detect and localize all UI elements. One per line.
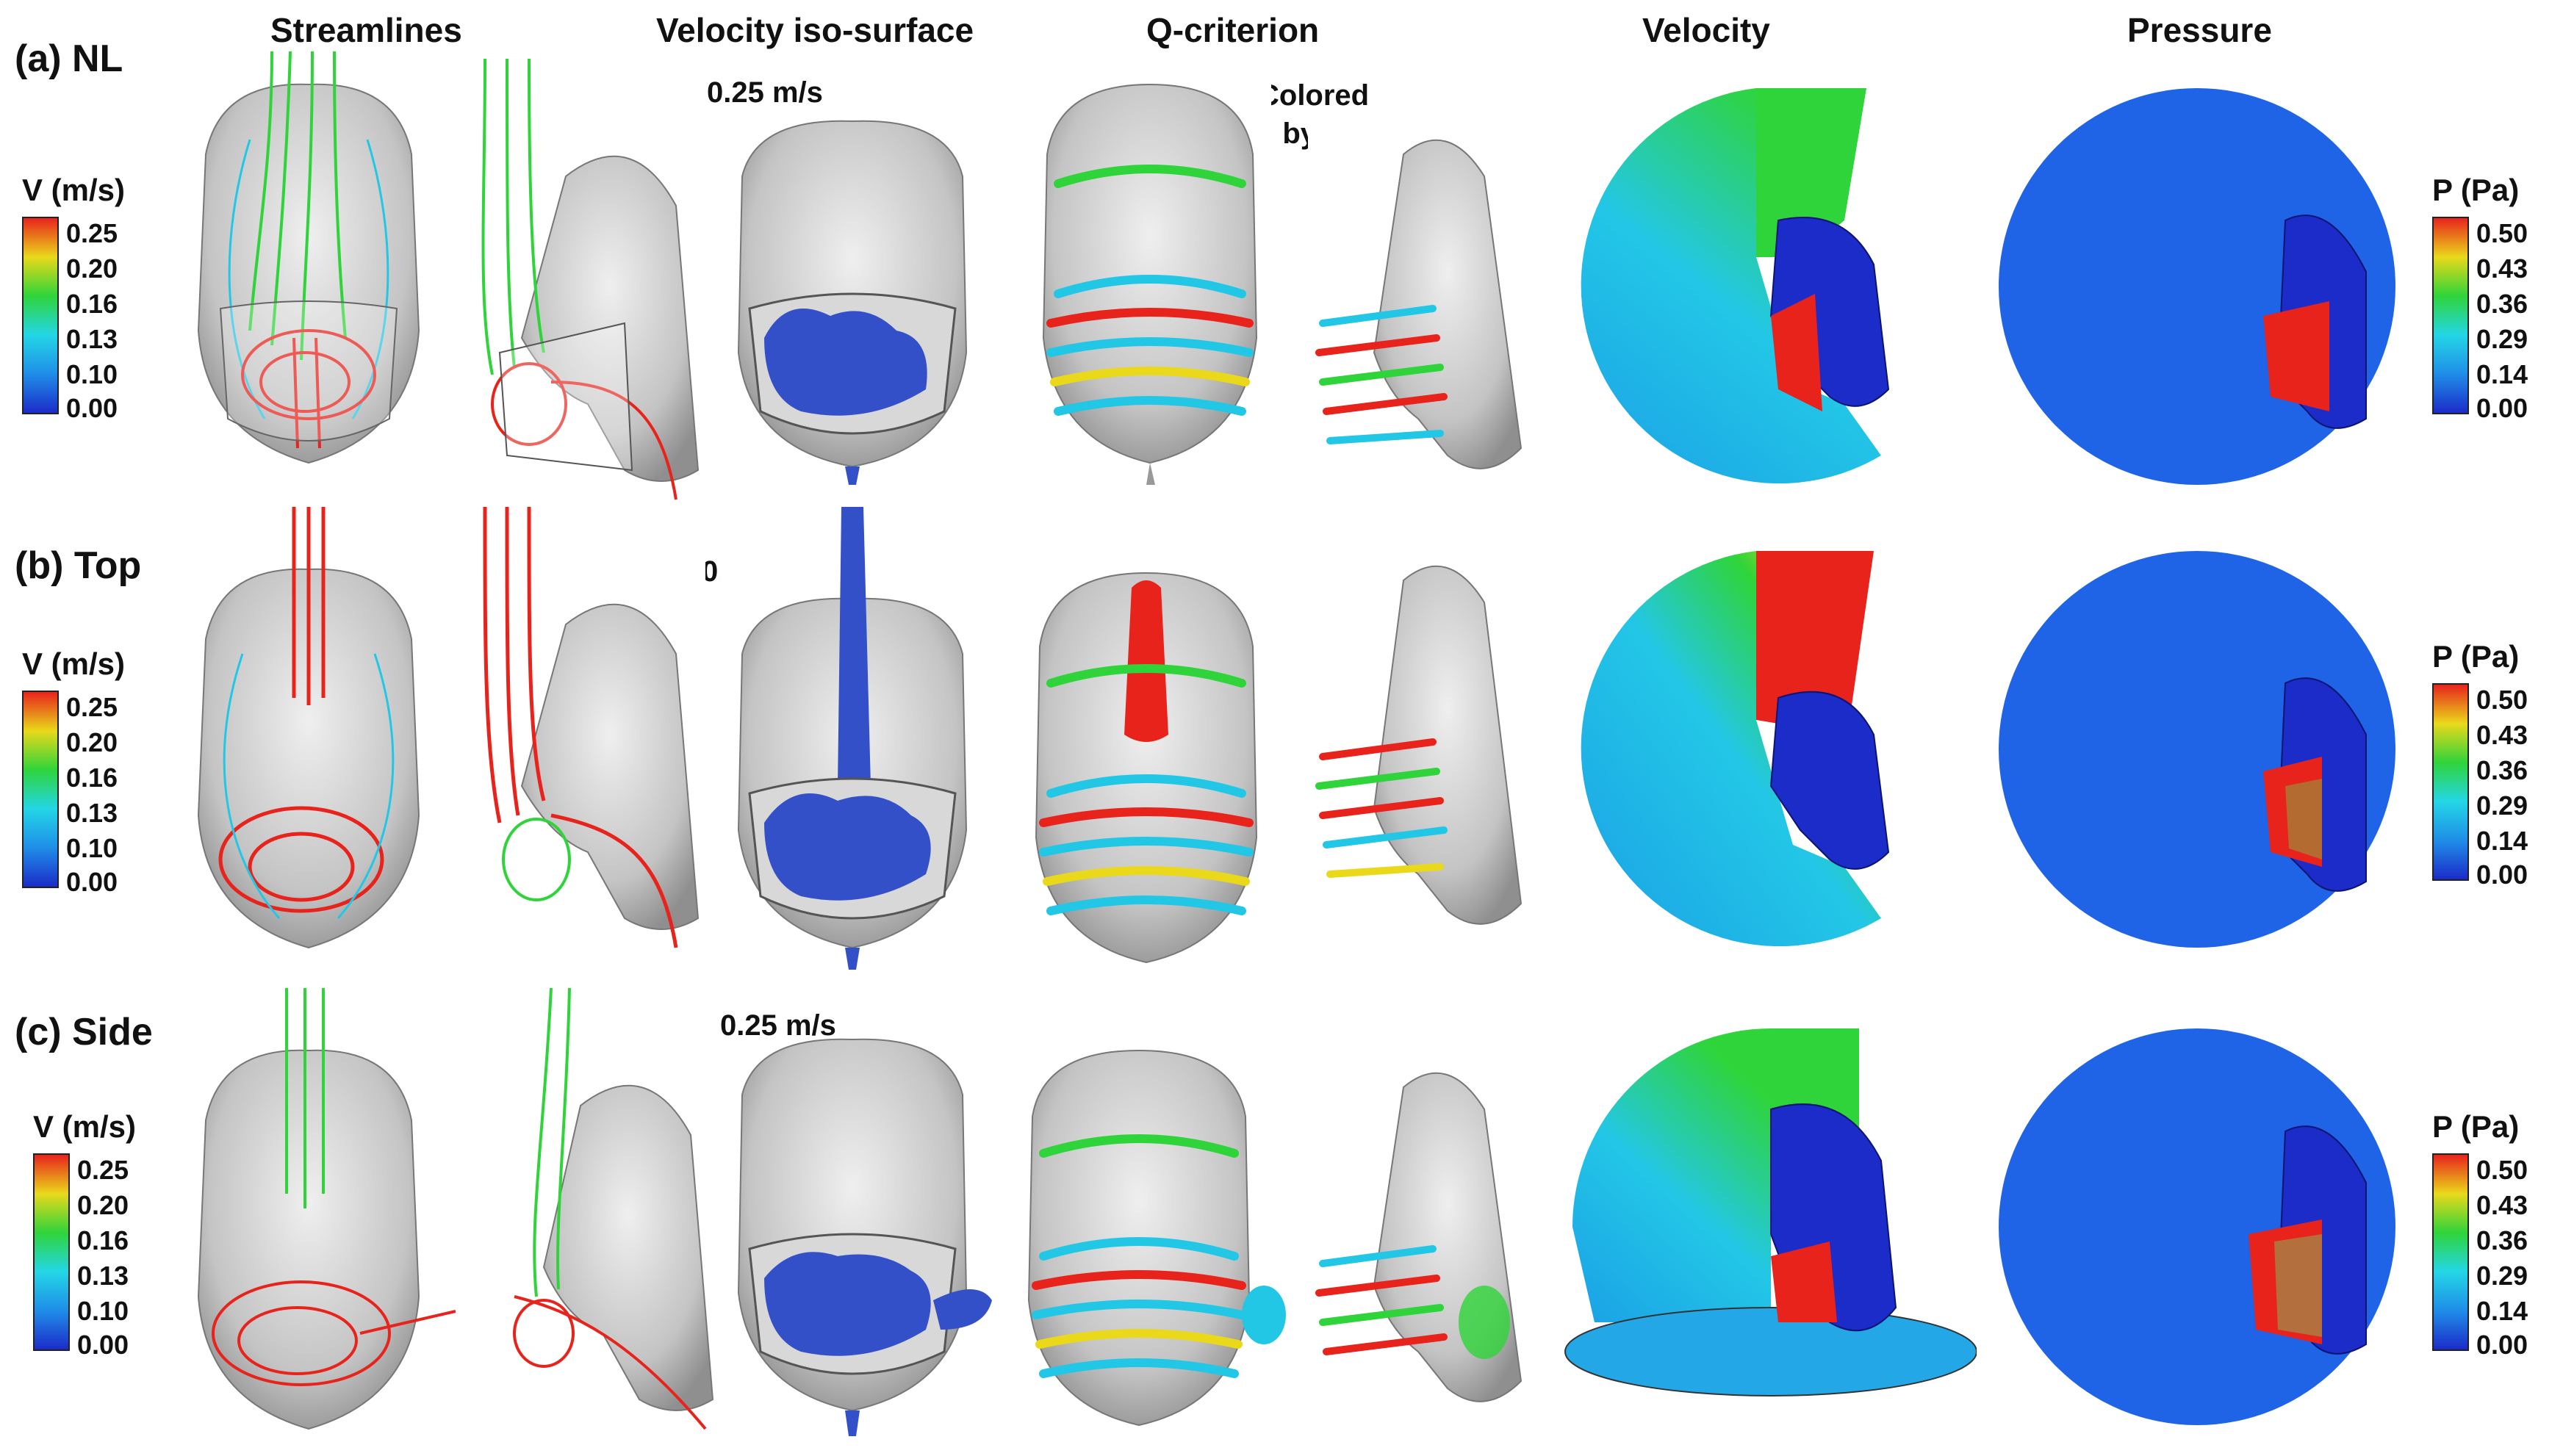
velocity-tick: 0.00 xyxy=(77,1330,129,1360)
streamlines-front-side xyxy=(176,988,456,1444)
velocity-tick: 0.10 xyxy=(66,359,118,389)
pressure-legend-nl: P (Pa) 0.50 0.43 0.36 0.29 0.14 0.00 xyxy=(2432,173,2561,423)
pressure-legend-title: P (Pa) xyxy=(2432,639,2520,674)
velocity-tick: 0.10 xyxy=(66,833,118,863)
pressure-tick: 0.43 xyxy=(2476,1190,2528,1220)
velocity-tick: 0.20 xyxy=(66,253,118,284)
pressure-legend-top: P (Pa) 0.50 0.43 0.36 0.29 0.14 0.00 xyxy=(2432,639,2561,890)
pressure-contour-nl xyxy=(1999,73,2425,500)
velocity-tick: 0.16 xyxy=(66,289,118,319)
pressure-legend-side: P (Pa) 0.50 0.43 0.36 0.29 0.14 0.00 xyxy=(2432,1109,2561,1360)
velocity-tick: 0.13 xyxy=(66,798,118,828)
velocity-contour-side xyxy=(1550,1014,1977,1440)
row-label-side: (c) Side xyxy=(15,1011,153,1053)
header-streamlines: Streamlines xyxy=(270,11,462,49)
velocity-contour-nl xyxy=(1536,73,1962,500)
velocity-legend-nl: V (m/s) 0.25 0.20 0.16 0.13 0.10 0.00 xyxy=(22,173,169,423)
pressure-tick: 0.00 xyxy=(2476,859,2528,890)
velocity-legend-side: V (m/s) 0.25 0.20 0.16 0.13 0.10 0.00 xyxy=(33,1109,180,1360)
velocity-tick: 0.10 xyxy=(77,1296,129,1326)
velocity-colorbar xyxy=(22,217,59,414)
velocity-tick: 0.13 xyxy=(66,324,118,354)
velocity-tick: 0.20 xyxy=(66,727,118,757)
pressure-colorbar xyxy=(2432,683,2469,881)
row-label-top: (b) Top xyxy=(15,544,142,587)
velocity-tick: 0.25 xyxy=(77,1155,129,1185)
q-criterion-side-nl xyxy=(1308,110,1550,500)
streamlines-side-nl xyxy=(441,59,705,507)
velocity-tick: 0.16 xyxy=(66,763,118,793)
row-label-nl: (a) NL xyxy=(15,37,123,80)
q-criterion-front-side xyxy=(1014,1043,1293,1440)
velocity-tick: 0.25 xyxy=(66,218,118,248)
header-velocity-iso-surface: Velocity iso-surface xyxy=(656,11,974,49)
streamlines-side-side xyxy=(485,988,720,1444)
velocity-legend-title: V (m/s) xyxy=(22,646,126,681)
header-q-criterion: Q-criterion xyxy=(1146,11,1320,49)
pressure-colorbar xyxy=(2432,1153,2469,1351)
q-criterion-side-side xyxy=(1308,1043,1550,1440)
velocity-tick: 0.16 xyxy=(77,1225,129,1255)
streamlines-front-top xyxy=(176,507,441,962)
velocity-tick: 0.25 xyxy=(66,692,118,722)
pressure-legend-title: P (Pa) xyxy=(2432,173,2520,207)
velocity-legend-title: V (m/s) xyxy=(22,173,126,207)
velocity-contour-top xyxy=(1536,536,1962,962)
pressure-tick: 0.36 xyxy=(2476,755,2528,785)
pressure-legend-title: P (Pa) xyxy=(2432,1109,2520,1144)
pressure-tick: 0.36 xyxy=(2476,1225,2528,1255)
velocity-legend-top: V (m/s) 0.25 0.20 0.16 0.13 0.10 0.00 xyxy=(22,646,169,897)
header-pressure: Pressure xyxy=(2127,11,2272,49)
iso-surface-side xyxy=(720,1036,999,1440)
streamlines-side-top xyxy=(456,507,705,962)
pressure-tick: 0.43 xyxy=(2476,253,2528,284)
iso-surface-nl xyxy=(720,118,985,485)
velocity-tick: 0.20 xyxy=(77,1190,129,1220)
pressure-tick: 0.50 xyxy=(2476,218,2528,248)
pressure-tick: 0.50 xyxy=(2476,1155,2528,1185)
pressure-tick: 0.00 xyxy=(2476,393,2528,423)
iso-surface-top xyxy=(720,507,985,977)
iso-label-nl: 0.25 m/s xyxy=(707,76,823,109)
pressure-tick: 0.29 xyxy=(2476,790,2528,821)
pressure-tick: 0.14 xyxy=(2476,359,2528,389)
pressure-tick: 0.14 xyxy=(2476,1296,2528,1326)
pressure-tick: 0.50 xyxy=(2476,685,2528,715)
pressure-tick: 0.14 xyxy=(2476,826,2528,856)
pressure-tick: 0.00 xyxy=(2476,1330,2528,1360)
velocity-tick: 0.00 xyxy=(66,867,118,897)
velocity-tick: 0.00 xyxy=(66,393,118,423)
pressure-contour-top xyxy=(1999,536,2425,962)
velocity-colorbar xyxy=(33,1153,70,1351)
q-criterion-front-nl xyxy=(1029,73,1271,485)
pressure-tick: 0.36 xyxy=(2476,289,2528,319)
pressure-tick: 0.29 xyxy=(2476,1261,2528,1291)
pressure-contour-side xyxy=(1999,1014,2425,1440)
q-criterion-front-top xyxy=(1021,514,1271,984)
pressure-colorbar xyxy=(2432,217,2469,414)
velocity-colorbar xyxy=(22,691,59,888)
streamlines-front-nl xyxy=(176,51,441,477)
velocity-legend-title: V (m/s) xyxy=(33,1109,137,1144)
velocity-tick: 0.13 xyxy=(77,1261,129,1291)
pressure-tick: 0.43 xyxy=(2476,720,2528,750)
header-velocity: Velocity xyxy=(1642,11,1770,49)
q-criterion-side-top xyxy=(1308,522,1550,970)
pressure-tick: 0.29 xyxy=(2476,324,2528,354)
